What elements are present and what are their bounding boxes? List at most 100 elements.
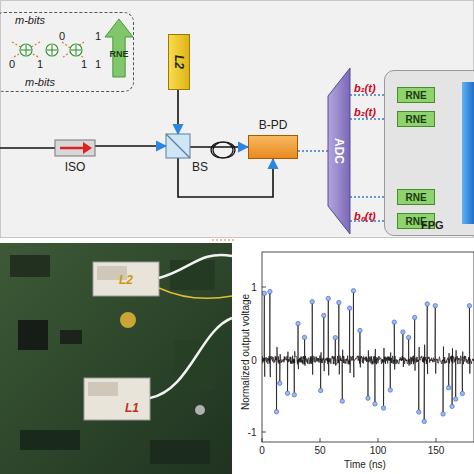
peak-marker: [450, 404, 454, 408]
top-panel: [0, 0, 474, 238]
photo-label: L2: [119, 273, 133, 287]
bit-value: 0: [9, 58, 15, 70]
signal-name: bₙ(t): [354, 208, 376, 223]
rne-block: RNE: [397, 111, 435, 127]
beam-splitter: BS: [166, 134, 190, 158]
dashed-group-box: RNE m-bits: [0, 12, 134, 92]
rne-block: RNE: [397, 189, 435, 205]
bit-value: 1: [81, 58, 87, 70]
board-details: [10, 240, 236, 464]
peak-marker: [302, 335, 306, 339]
peak-marker: [441, 412, 445, 416]
rne-arrow: RNE: [105, 19, 133, 77]
input-fiber: [0, 147, 55, 149]
fpga-block: [462, 82, 474, 224]
peak-marker: [285, 391, 289, 395]
peak-marker: [318, 388, 322, 392]
peak-marker: [351, 289, 355, 293]
top-panel-frame: [1, 1, 474, 238]
peak-markers: [262, 289, 472, 424]
peak-marker: [433, 304, 437, 308]
peak-marker: [358, 328, 362, 332]
peak-marker: [392, 320, 396, 324]
peak-marker: [310, 299, 314, 303]
peak-marker: [460, 391, 464, 395]
peak-marker: [373, 402, 377, 406]
node-label: BS: [192, 160, 208, 174]
peak-marker: [292, 393, 296, 397]
peak-marker: [337, 300, 341, 304]
iso-outline: [55, 140, 95, 156]
bit-value: 1: [95, 58, 101, 70]
bit-value: 0: [59, 30, 65, 42]
plot-frame: [262, 252, 474, 442]
peak-marker: [467, 304, 471, 308]
chart-panel: [238, 243, 474, 474]
bit-value: 1: [37, 58, 43, 70]
peak-marker: [278, 381, 282, 385]
board-photo: [0, 243, 232, 474]
axis-tick: 100: [370, 445, 387, 456]
laser-l2: L2: [168, 34, 190, 90]
node-label: RNE: [405, 192, 426, 203]
photo-label: L1: [125, 401, 139, 415]
axis-title: Normalized output voltage: [240, 294, 251, 410]
node-label: RNE: [405, 114, 426, 125]
rne-block: RNE: [397, 87, 435, 103]
peak-marker: [388, 388, 392, 392]
peak-marker: [412, 315, 416, 319]
isolator: ISO: [55, 140, 95, 156]
peak-marker: [340, 399, 344, 403]
node-label: ISO: [65, 160, 86, 174]
axis-ticks: [262, 287, 436, 442]
axis-tick: 0: [251, 355, 257, 366]
bit-value: 1: [95, 30, 101, 42]
arrow-outline: [105, 19, 133, 77]
signal-trace: [262, 291, 474, 422]
peak-marker: [347, 306, 351, 310]
peak-marker: [453, 397, 457, 401]
balanced-photodetector: B-PD: [248, 135, 298, 159]
axis-tick: 150: [428, 445, 445, 456]
optical-path: [177, 90, 179, 134]
signal-name: b₁(t): [354, 82, 376, 94]
peak-marker: [425, 302, 429, 306]
peak-marker: [333, 335, 337, 339]
axis-tick: 1: [251, 282, 257, 293]
node-label: L2: [172, 55, 186, 69]
node-label: B-PD: [259, 118, 288, 132]
peak-marker: [268, 289, 272, 293]
peak-marker: [422, 419, 426, 423]
adc: ADC: [328, 68, 350, 234]
bs-outline: [166, 134, 190, 158]
node-label: m-bits: [15, 14, 45, 26]
peak-marker: [381, 406, 385, 410]
peak-marker: [262, 291, 266, 295]
signal-name: b₂(t): [354, 106, 376, 118]
axis-title: Time (ns): [344, 459, 386, 470]
optical-path: [95, 145, 166, 147]
node-label: RNE: [109, 49, 128, 59]
peak-marker: [406, 335, 410, 339]
node-label: ADC: [332, 138, 346, 164]
peak-marker: [326, 296, 330, 300]
signal-line: [298, 150, 328, 152]
peak-marker: [322, 313, 326, 317]
axis-tick: -1: [248, 427, 257, 438]
peak-marker: [296, 321, 300, 325]
bit-group-label: m-bits: [25, 76, 55, 88]
axis-tick: 0: [259, 445, 265, 456]
axis-tick: 50: [314, 445, 325, 456]
node-label: RNE: [405, 90, 426, 101]
peak-marker: [446, 385, 450, 389]
optical-path: [190, 146, 248, 148]
optical-path: [178, 158, 273, 197]
node-label: FPG: [421, 219, 444, 231]
peak-marker: [401, 330, 405, 334]
peak-marker: [366, 396, 370, 400]
fiber-coil: [211, 142, 235, 158]
peak-marker: [417, 410, 421, 414]
xor-network: [12, 42, 84, 58]
peak-marker: [274, 410, 278, 414]
fpga-box: RNERNERNERNEFPG: [384, 70, 474, 236]
